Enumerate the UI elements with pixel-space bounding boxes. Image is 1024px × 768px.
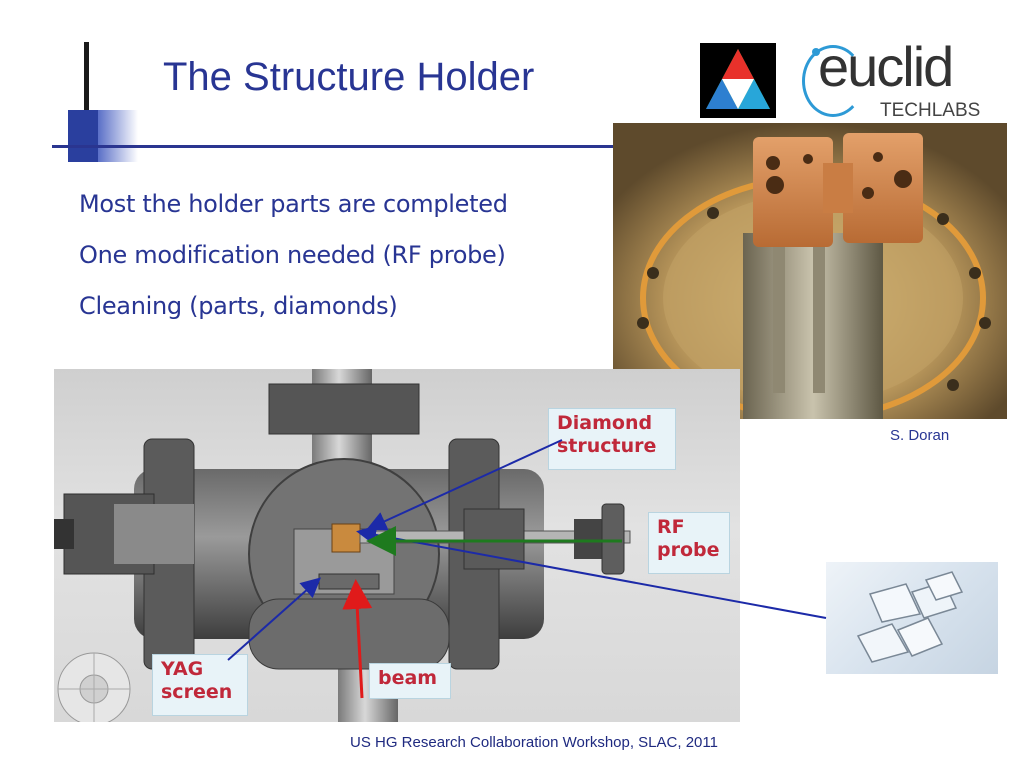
bullet-item: Most the holder parts are completed (79, 190, 508, 218)
label-line: structure (557, 435, 657, 457)
label-line: screen (161, 681, 233, 703)
photo-credit: S. Doran (890, 427, 950, 444)
label-line: YAG (161, 658, 204, 680)
title-underline (52, 145, 632, 148)
logo-dot (812, 48, 820, 56)
title-vertical-bar (84, 42, 89, 162)
logo-arc (802, 45, 864, 117)
logo-word: euclid (818, 35, 954, 98)
title-accent-block (68, 110, 98, 162)
holder-photo (613, 123, 1007, 419)
euclid-techlabs-logo: euclid TECHLABS (800, 35, 1000, 122)
logo-subtitle: TECHLABS (880, 100, 981, 121)
beam-label: beam (369, 663, 451, 699)
yag-screen-label: YAG screen (152, 654, 248, 716)
label-line: beam (378, 667, 438, 689)
bullet-item: One modification needed (RF probe) (79, 241, 506, 269)
diamond-structure-label: Diamond structure (548, 408, 676, 470)
rf-probe-label: RF probe (648, 512, 730, 574)
label-line: RF (657, 516, 685, 538)
bullet-item: Cleaning (parts, diamonds) (79, 292, 398, 320)
diamond-plates-photo (826, 562, 998, 674)
title-accent-fade (98, 110, 138, 162)
label-line: probe (657, 539, 720, 561)
slide-footer: US HG Research Collaboration Workshop, S… (350, 734, 718, 751)
bullet-list: Most the holder parts are completed One … (79, 190, 508, 343)
slide-title: The Structure Holder (163, 55, 535, 99)
label-line: Diamond (557, 412, 653, 434)
tricolor-triangle-logo (700, 43, 776, 118)
